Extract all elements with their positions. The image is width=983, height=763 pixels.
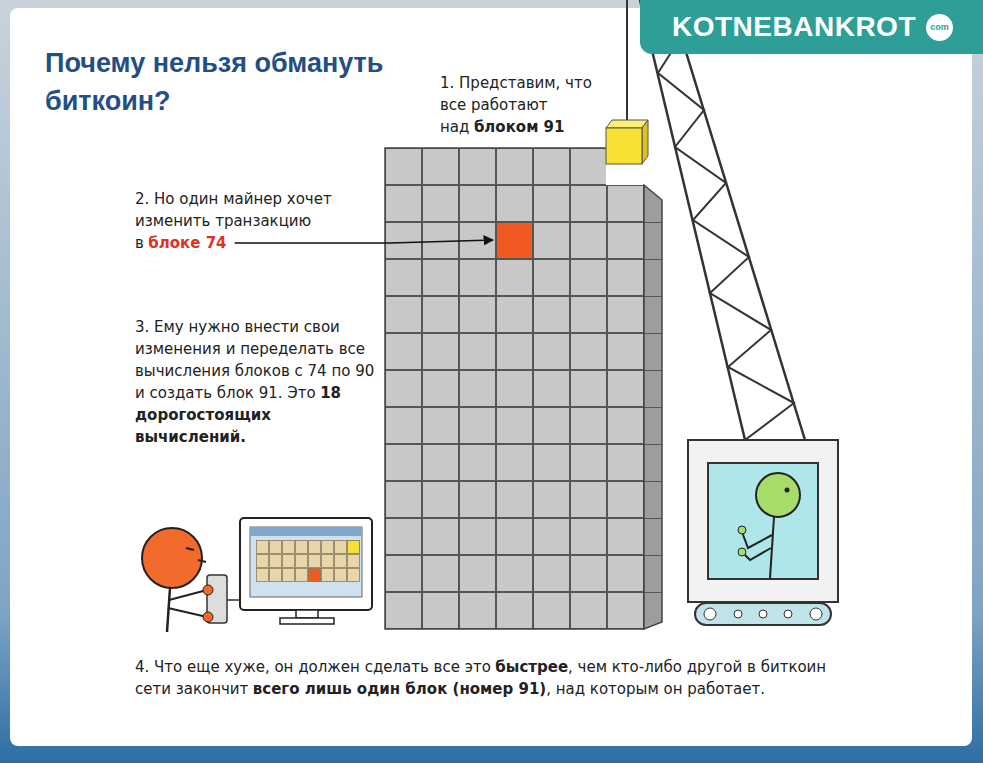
track-wheel [704,608,716,620]
miner-eye [186,548,194,550]
changed-block [497,223,533,259]
slide-title: Почему нельзя обмануть биткоин? [45,44,425,120]
crane-cab [688,440,838,602]
screen-bar [250,527,362,536]
new-block [606,128,642,164]
miner-arm [168,608,207,617]
crane-cable [626,0,628,120]
screen-new-block [348,541,360,554]
new-block-top [606,120,648,128]
miner-body [167,588,170,632]
new-block-side [642,120,648,164]
domain-text: com [930,22,949,32]
highlight-text: блоке 74 [148,234,226,252]
track-wheel [734,610,742,618]
miner-hand [203,585,213,595]
miner-arm [169,590,207,600]
slide-card [10,8,972,746]
monitor-screen [250,527,362,597]
track-wheel [810,608,822,620]
domain-badge: com [926,14,953,41]
screen-changed-block [309,569,321,582]
note-text: , над которым он работает. [546,680,765,698]
note-block: 2. Но один майнер хочет изменить транзак… [135,188,380,254]
brand-banner: KOTNEBANKROT com [640,0,983,54]
note-block: 4. Что еще хуже, он должен сделать все э… [135,656,855,700]
operator-arm [742,532,772,548]
monitor [240,518,372,610]
boom-rail [670,0,805,440]
crane-boom [640,0,805,440]
keyboard-cable [227,599,240,601]
track-wheel [784,610,792,618]
note-text: 4. Что еще хуже, он должен сделать все э… [135,658,491,676]
boom-lattice [640,0,794,440]
monitor-base [280,618,334,624]
lever [738,526,746,534]
crane-track [695,603,831,625]
leader-arrow [235,240,493,243]
highlight-text: блоком 91 [474,118,565,136]
building-side [644,185,662,629]
highlight-text: всего лишь один блок (номер 91) [253,680,546,698]
operator-arm [742,548,771,560]
operator-head [756,473,800,517]
highlight-text: быстрее [495,658,568,676]
miner-head [142,528,202,588]
cab-window [708,463,818,579]
track-wheel [759,610,767,618]
lever [738,548,746,556]
note-block: 1. Представим, что все работают надблоко… [440,72,618,138]
monitor-stand [296,610,318,618]
brand-name: KOTNEBANKROT [672,11,916,43]
miner-hand [203,612,213,622]
building-grid [385,148,644,629]
note-block: 3. Ему нужно внести свои изменения и пер… [135,316,380,448]
screen-grid [256,540,360,582]
miner-nose [198,560,206,562]
operator-eye [785,488,790,493]
